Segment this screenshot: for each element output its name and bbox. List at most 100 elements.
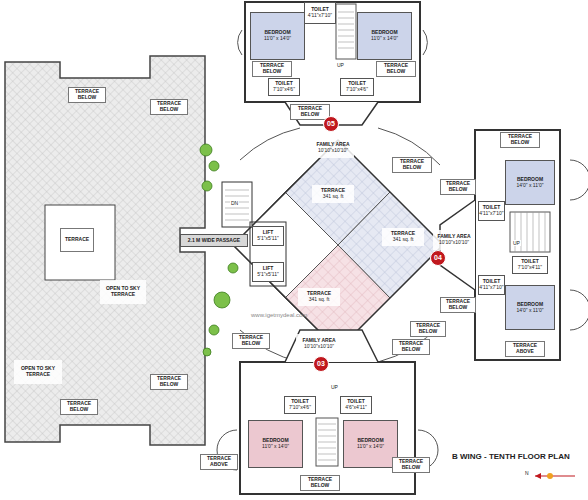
room-dimension: 4'11"x7'10": [479, 211, 503, 217]
room-name: TERRACE ABOVE: [202, 456, 236, 468]
terrace-below-area: TERRACE BELOW: [252, 61, 292, 77]
room-dimension: 11'0" x 14'0": [262, 444, 289, 450]
room-name: TERRACE ABOVE: [507, 343, 543, 355]
room-name: TERRACE BELOW: [70, 89, 104, 101]
service-room: TOILET7'10"x4'6": [284, 396, 316, 414]
plan-title: B WING - TENTH FLOOR PLAN: [452, 452, 570, 461]
room-name: TERRACE BELOW: [152, 101, 186, 113]
room-dimension: 10'10"x10'10": [318, 148, 348, 154]
terrace-below-area: TERRACE BELOW: [392, 457, 430, 473]
stair-direction: UP: [336, 62, 345, 68]
area-label: TERRACE341 sq. ft: [312, 185, 354, 203]
room-name: TERRACE BELOW: [62, 401, 96, 413]
unit-number-circle: 04: [430, 250, 446, 266]
room-dimension: 10'10"x10'10": [304, 344, 334, 350]
terrace-below-area: TERRACE BELOW: [60, 399, 98, 415]
bedroom-room: BEDROOM14'0" x 11'0": [505, 285, 555, 330]
room-dimension: 10'10"x10'10": [439, 240, 469, 246]
room-name: TERRACE BELOW: [302, 477, 338, 489]
room-dimension: 4'6"x4'11": [345, 405, 367, 411]
room-name: TERRACE BELOW: [394, 159, 430, 171]
room-name: 2.1 M WIDE PASSAGE: [188, 238, 240, 244]
room-name: 03: [317, 360, 325, 368]
room-dimension: 341 sq. ft: [393, 237, 414, 243]
area-label: FAMILY AREA10'10"x10'10": [433, 230, 475, 250]
north-label: N: [524, 470, 530, 476]
room-dimension: 341 sq. ft: [323, 194, 344, 200]
room-name: TERRACE BELOW: [442, 181, 474, 193]
service-room: TOILET4'11"x7'10": [478, 201, 505, 221]
room-name: TERRACE BELOW: [442, 299, 474, 311]
terrace-below-area: TERRACE BELOW: [300, 475, 340, 491]
service-room: LIFT5'1"x5'11": [252, 262, 284, 282]
terrace-below-area: TERRACE BELOW: [232, 333, 270, 349]
unit-number-circle: 05: [323, 116, 339, 132]
room-name: TERRACE BELOW: [152, 376, 186, 388]
area-label: OPEN TO SKY TERRACE: [100, 280, 146, 304]
area-label: OPEN TO SKY TERRACE: [14, 360, 62, 384]
room-dimension: 7'10"x4'11": [518, 265, 542, 271]
terrace-below-area: TERRACE BELOW: [290, 104, 330, 120]
room-dimension: 11'0" x 14'0": [357, 444, 384, 450]
room-name: TERRACE: [65, 237, 89, 243]
room-name: TERRACE BELOW: [292, 106, 328, 118]
bedroom-room: BEDROOM11'0" x 14'0": [357, 12, 412, 60]
service-room: LIFT5'1"x5'11": [252, 226, 284, 246]
room-name: TERRACE BELOW: [412, 323, 444, 335]
service-room: TOILET4'6"x4'11": [340, 396, 372, 414]
service-room: TOILET7'10"x4'6": [340, 78, 374, 96]
terrace-below-area: TERRACE BELOW: [392, 339, 430, 355]
room-dimension: 5'1"x5'11": [257, 236, 279, 242]
watermark: www.igetmydeal.com: [250, 312, 308, 318]
passage-band: 2.1 M WIDE PASSAGE: [180, 234, 248, 247]
room-name: OPEN TO SKY TERRACE: [101, 286, 145, 298]
room-dimension: 5'1"x5'11": [257, 272, 279, 278]
terrace-below-area: TERRACE ABOVE: [505, 341, 545, 357]
room-dimension: 14'0" x 11'0": [516, 183, 543, 189]
room-dimension: 7'10"x4'6": [346, 87, 368, 93]
room-name: TERRACE BELOW: [394, 459, 428, 471]
unit-number-circle: 03: [313, 356, 329, 372]
service-room: TOILET4'11"x7'10": [478, 275, 505, 295]
terrace-below-area: TERRACE BELOW: [150, 374, 188, 390]
stair-direction: DN: [230, 200, 239, 206]
service-room: TOILET7'10"x4'11": [512, 256, 548, 274]
terrace-below-area: TERRACE BELOW: [150, 99, 188, 115]
terrace-below-area: TERRACE BELOW: [68, 87, 106, 103]
room-name: OPEN TO SKY TERRACE: [15, 366, 61, 378]
room-dimension: 7'10"x4'6": [273, 87, 295, 93]
service-room: TOILET7'10"x4'6": [268, 78, 300, 96]
stair-direction: UP: [330, 384, 339, 390]
room-dimension: 4'11"x7'10": [308, 13, 332, 19]
room-dimension: 7'10"x4'6": [289, 405, 311, 411]
terrace-below-area: TERRACE BELOW: [500, 132, 540, 148]
room-name: TERRACE BELOW: [394, 341, 428, 353]
stair-direction: UP: [512, 240, 521, 246]
area-label: TERRACE341 sq. ft: [382, 228, 424, 246]
terrace-below-area: TERRACE BELOW: [440, 297, 476, 313]
service-room: TOILET4'11"x7'10": [304, 2, 336, 24]
bedroom-room: BEDROOM11'0" x 14'0": [248, 420, 303, 468]
area-label: FAMILY AREA10'10"x10'10": [296, 334, 342, 354]
area-label: TERRACE341 sq. ft: [298, 288, 340, 306]
terrace-below-area: TERRACE BELOW: [392, 157, 432, 173]
room-dimension: 341 sq. ft: [309, 297, 330, 303]
bedroom-room: BEDROOM14'0" x 11'0": [505, 160, 555, 205]
room-dimension: 4'11"x7'10": [479, 285, 503, 291]
room-dimension: 14'0" x 11'0": [516, 308, 543, 314]
room-name: TERRACE BELOW: [254, 63, 290, 75]
terrace-below-area: TERRACE BELOW: [376, 61, 416, 77]
room-name: 05: [327, 120, 335, 128]
bedroom-room: BEDROOM11'0" x 14'0": [250, 12, 305, 60]
room-name: TERRACE BELOW: [378, 63, 414, 75]
terrace-below-area: TERRACE: [60, 228, 94, 252]
area-label: FAMILY AREA10'10"x10'10": [312, 138, 354, 158]
room-dimension: 11'0" x 14'0": [264, 36, 291, 42]
bedroom-room: BEDROOM11'0" x 14'0": [343, 420, 398, 468]
room-name: TERRACE BELOW: [234, 335, 268, 347]
room-name: TERRACE BELOW: [502, 134, 538, 146]
room-dimension: 11'0" x 14'0": [371, 36, 398, 42]
room-name: 04: [434, 254, 442, 262]
terrace-below-area: TERRACE ABOVE: [200, 454, 238, 470]
